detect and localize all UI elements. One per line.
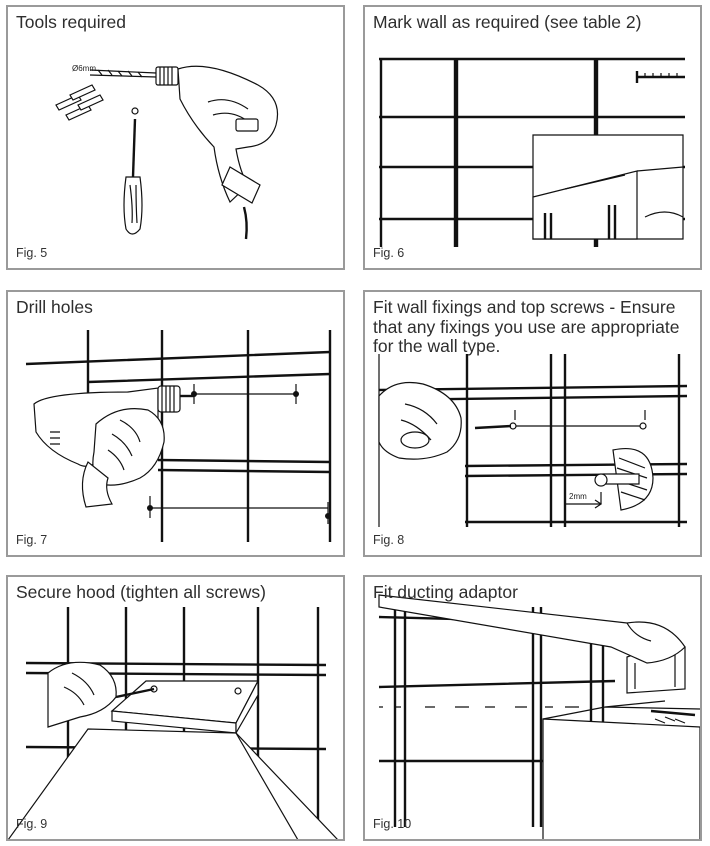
step-title: Mark wall as required (see table 2) — [373, 12, 642, 32]
wall-plug-detail: 2mm — [565, 449, 653, 510]
drill-icon — [156, 66, 278, 239]
level-mark — [637, 71, 685, 83]
wall-plug-icon — [56, 85, 103, 120]
hand-icon — [82, 409, 164, 507]
gap-label: 2mm — [569, 492, 587, 501]
secure-hood-illustration — [8, 577, 343, 839]
bit-size-label: Ø6mm — [72, 64, 96, 73]
hand-icon — [48, 662, 154, 727]
step-title: Fit ducting adaptor — [373, 582, 518, 602]
drill-holes-illustration — [8, 292, 343, 555]
step-title: Tools required — [16, 12, 126, 32]
duct-adaptor-icon — [543, 646, 700, 839]
tools-illustration: Ø6mm — [8, 64, 343, 270]
figure-label: Fig. 8 — [373, 533, 405, 547]
drill-marks — [147, 384, 331, 524]
step-panel-mark-wall: Mark wall as required (see table 2) Fig.… — [363, 5, 702, 270]
step-title: Secure hood (tighten all screws) — [16, 582, 266, 602]
mark-wall-illustration — [365, 7, 700, 270]
wall-tiles — [379, 354, 687, 527]
cooker-hood-icon — [533, 135, 683, 239]
step-panel-fit-ducting: Fit ducting adaptor Fig. 10 — [363, 575, 702, 841]
step-panel-fit-fixings: Fit wall fixings and top screws - Ensure… — [363, 290, 702, 557]
step-panel-drill-holes: Drill holes Fig. 7 — [6, 290, 345, 557]
fit-ducting-illustration — [365, 577, 700, 839]
step-title: Fit wall fixings and top screws - Ensure… — [373, 297, 680, 356]
figure-label: Fig. 10 — [373, 817, 412, 831]
step-title: Drill holes — [16, 297, 93, 317]
hand-icon — [379, 595, 685, 663]
figure-label: Fig. 7 — [16, 533, 48, 547]
drill-bit-icon — [90, 70, 156, 77]
step-panel-tools: Tools required Ø6mm Fig. 5 — [6, 5, 345, 270]
cooker-hood-icon — [8, 681, 338, 839]
screw-icon — [475, 410, 646, 429]
step-panel-secure-hood: Secure hood (tighten all screws) Fig. 9 — [6, 575, 345, 841]
screwdriver-icon — [124, 108, 142, 234]
figure-label: Fig. 6 — [373, 246, 405, 260]
figure-label: Fig. 9 — [16, 817, 48, 831]
hand-icon — [379, 383, 461, 460]
figure-label: Fig. 5 — [16, 246, 48, 260]
fit-fixings-illustration: 2mm — [365, 292, 700, 555]
